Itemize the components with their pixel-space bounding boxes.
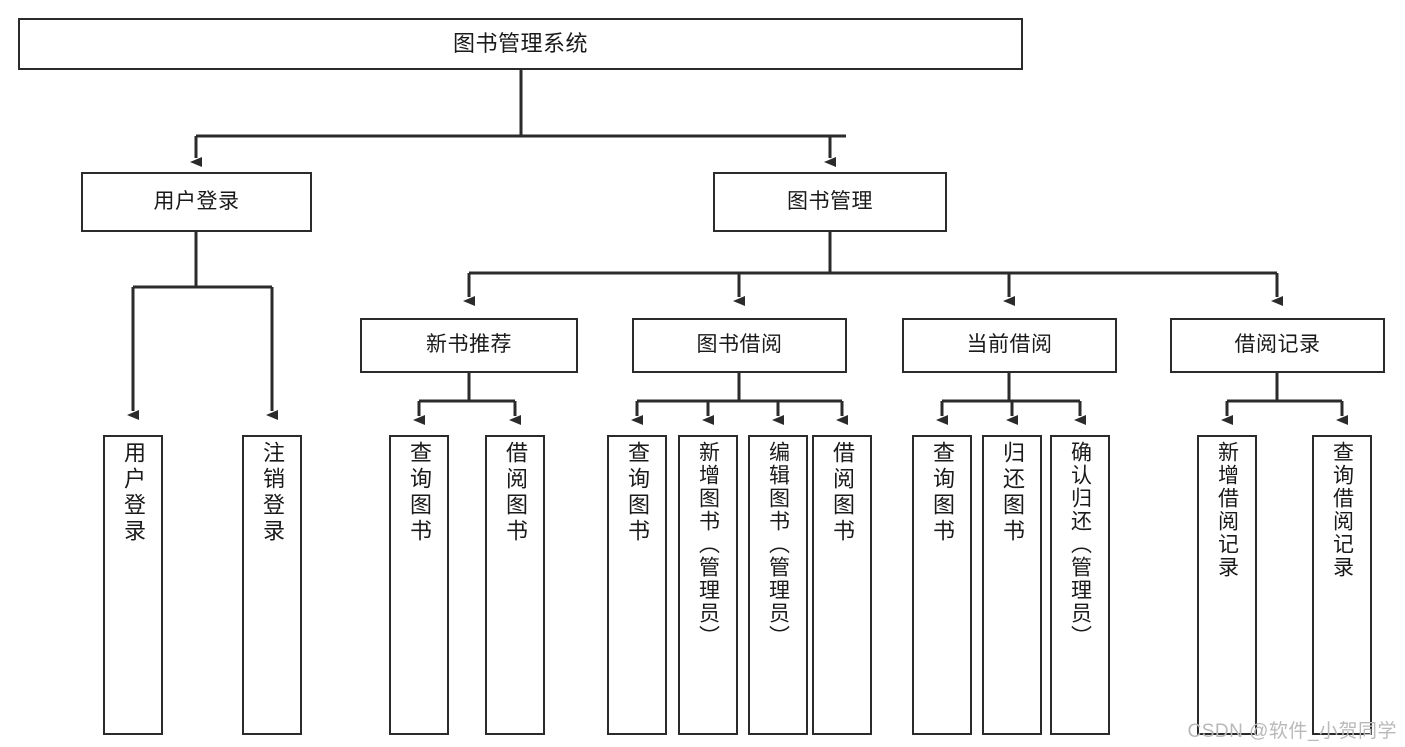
node-current-borrow[interactable]: 当前借阅 xyxy=(902,318,1117,373)
node-root-book-management-system[interactable]: 图书管理系统 xyxy=(18,18,1023,70)
node-label: 查询图书 xyxy=(407,441,432,545)
node-label: 当前借阅 xyxy=(966,333,1053,357)
node-user-login[interactable]: 用户登录 xyxy=(81,172,312,232)
node-leaf-add-record[interactable]: 新增借阅记录 xyxy=(1197,435,1257,735)
node-label: 借阅图书 xyxy=(503,441,528,545)
node-label: 图书管理系统 xyxy=(452,31,588,57)
node-leaf-confirm-return[interactable]: 确认归还（管理员） xyxy=(1050,435,1110,735)
node-book-management[interactable]: 图书管理 xyxy=(713,172,947,232)
node-borrow-record[interactable]: 借阅记录 xyxy=(1170,318,1385,373)
node-leaf-borrow-book-1[interactable]: 借阅图书 xyxy=(485,435,545,735)
node-label: 确认归还（管理员） xyxy=(1068,441,1092,648)
node-label: 查询图书 xyxy=(930,441,955,545)
node-label: 图书借阅 xyxy=(696,333,783,357)
node-leaf-edit-book[interactable]: 编辑图书（管理员） xyxy=(748,435,808,735)
node-book-borrow[interactable]: 图书借阅 xyxy=(632,318,847,373)
node-label: 查询图书 xyxy=(625,441,650,545)
node-label: 新增图书（管理员） xyxy=(696,441,720,648)
node-label: 图书管理 xyxy=(787,189,873,213)
node-new-book-recommend[interactable]: 新书推荐 xyxy=(360,318,578,373)
csdn-watermark: CSDN @软件_小贺同学 xyxy=(1187,721,1397,742)
node-label: 借阅图书 xyxy=(830,441,855,545)
node-leaf-query-book-1[interactable]: 查询图书 xyxy=(389,435,449,735)
node-leaf-add-book[interactable]: 新增图书（管理员） xyxy=(678,435,738,735)
node-leaf-logout-login[interactable]: 注销登录 xyxy=(242,435,302,735)
node-leaf-query-record[interactable]: 查询借阅记录 xyxy=(1312,435,1372,735)
node-label: 归还图书 xyxy=(1000,441,1025,545)
node-leaf-query-book-3[interactable]: 查询图书 xyxy=(912,435,972,735)
node-leaf-user-login[interactable]: 用户登录 xyxy=(103,435,163,735)
node-label: 用户登录 xyxy=(121,441,146,545)
node-label: 查询借阅记录 xyxy=(1330,441,1354,579)
node-label: 用户登录 xyxy=(153,189,240,213)
node-label: 注销登录 xyxy=(260,441,285,545)
node-label: 新书推荐 xyxy=(426,333,512,357)
node-label: 借阅记录 xyxy=(1234,333,1321,357)
node-label: 编辑图书（管理员） xyxy=(766,441,790,648)
node-leaf-query-book-2[interactable]: 查询图书 xyxy=(607,435,667,735)
node-leaf-borrow-book-2[interactable]: 借阅图书 xyxy=(812,435,872,735)
node-label: 新增借阅记录 xyxy=(1215,441,1239,579)
node-leaf-return-book[interactable]: 归还图书 xyxy=(982,435,1042,735)
